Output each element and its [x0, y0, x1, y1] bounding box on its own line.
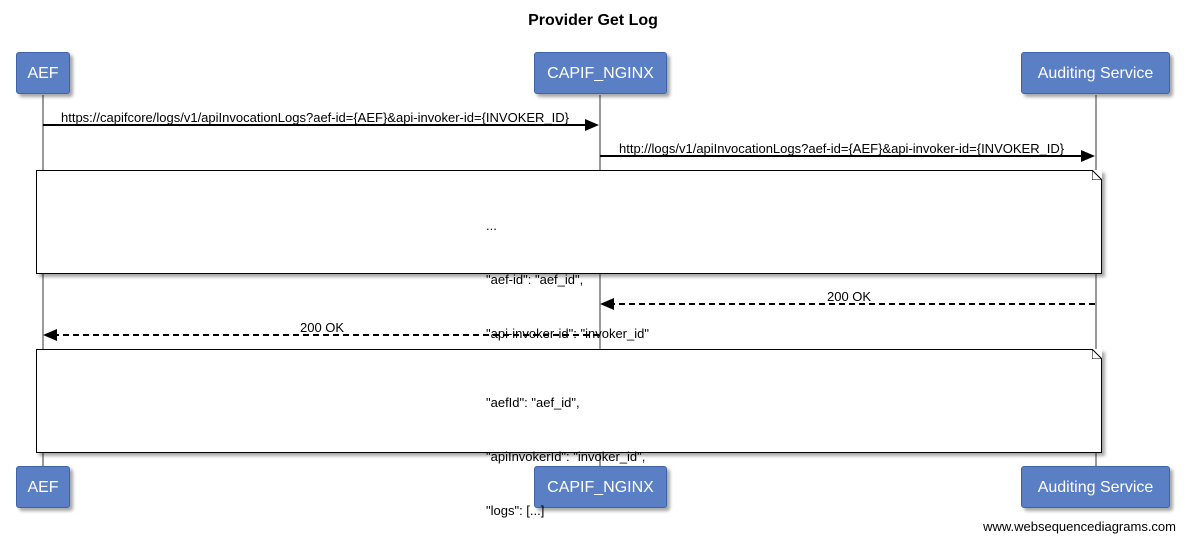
- note-1-line: ...: [486, 218, 497, 233]
- note-2-line: "apiInvokerId": "invoker_id",: [486, 449, 646, 464]
- note-2-line: "logs": [...]: [486, 503, 545, 518]
- diagram-title: Provider Get Log: [528, 12, 658, 29]
- message-arrows: [43, 119, 1095, 341]
- note-fold-icon: [1092, 349, 1102, 359]
- participant-aef-top: AEF: [16, 52, 70, 94]
- note-fold-icon: [1092, 170, 1102, 180]
- note-1-line: "aef-id": "aef_id",: [486, 272, 584, 287]
- message-4-label: 200 OK: [300, 320, 345, 335]
- participant-auditing-service-top: Auditing Service: [1021, 52, 1170, 94]
- lifeline-aef: [42, 95, 44, 467]
- message-2-arrow: [600, 150, 1095, 162]
- participant-aef-bottom: AEF: [16, 466, 70, 508]
- note-response-body: "aefId": "aef_id", "apiInvokerId": "invo…: [36, 349, 1102, 518]
- message-3-label: 200 OK: [827, 289, 872, 304]
- lifeline-capif-nginx: [599, 95, 601, 467]
- note-2-line: "aefId": "aef_id",: [486, 395, 580, 410]
- message-3-arrow: [600, 298, 1095, 310]
- participant-auditing-service-bottom: Auditing Service: [1021, 466, 1170, 508]
- participant-capif-nginx-bottom: CAPIF_NGINX: [534, 466, 667, 508]
- message-4-arrow: [43, 329, 599, 341]
- message-2-label: http://logs/v1/apiInvocationLogs?aef-id=…: [619, 141, 1065, 156]
- message-1-label: https://capifcore/logs/v1/apiInvocationL…: [61, 110, 570, 125]
- note-request-params: ... "aef-id": "aef_id", "api-invoker-id"…: [36, 170, 1102, 395]
- participant-capif-nginx-top: CAPIF_NGINX: [534, 52, 667, 94]
- lifeline-auditing-service: [1095, 95, 1097, 467]
- note-1-line: "api-invoker-id": "invoker_id": [486, 326, 649, 341]
- watermark: www.websequencediagrams.com: [983, 519, 1176, 534]
- message-1-arrow: [43, 119, 599, 131]
